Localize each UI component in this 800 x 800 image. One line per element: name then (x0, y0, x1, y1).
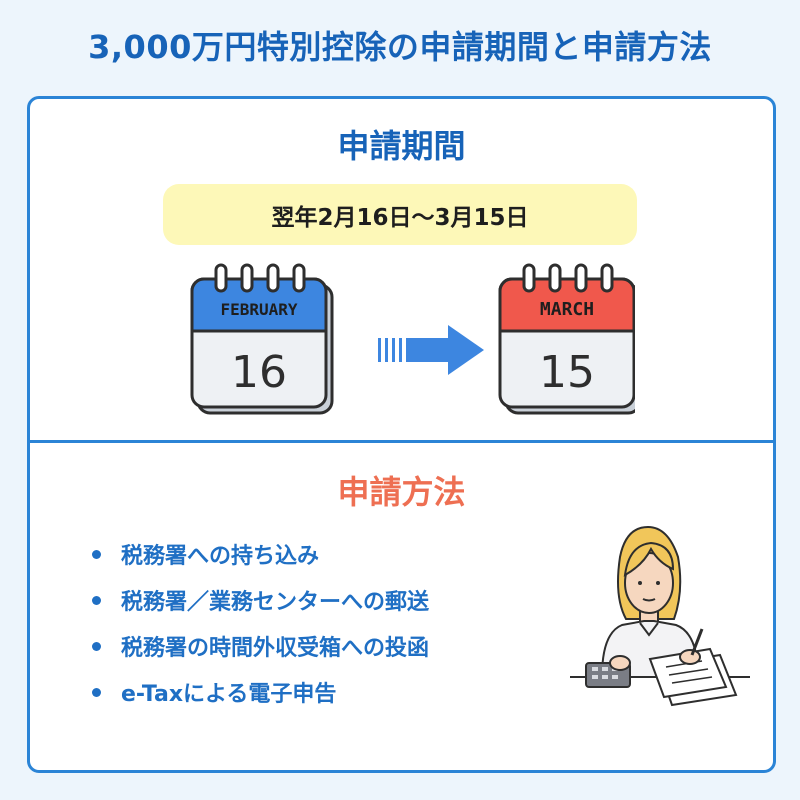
list-item: 税務署への持ち込み (92, 531, 429, 577)
calendar-illustration: FEBRUARY 16 MARCH 15 (190, 263, 635, 415)
list-item: 税務署／業務センターへの郵送 (92, 577, 429, 623)
page-title: 3,000万円特別控除の申請期間と申請方法 (88, 28, 712, 66)
date-range-pill: 翌年2月16日～3月15日 (163, 184, 637, 245)
february-day-label: 16 (231, 347, 287, 398)
bullet-icon (92, 595, 101, 605)
march-calendar-icon: MARCH 15 (498, 263, 635, 415)
february-month-label: FEBRUARY (220, 300, 297, 319)
method-item-label: 税務署の時間外収受箱への投函 (121, 636, 430, 661)
method-item-label: 税務署／業務センターへの郵送 (121, 590, 430, 615)
info-card: 申請期間 翌年2月16日～3月15日 FEBRUARY 16 (27, 96, 776, 773)
list-item: 税務署の時間外収受箱への投函 (92, 623, 429, 669)
method-list: 税務署への持ち込み 税務署／業務センターへの郵送 税務署の時間外収受箱への投函 … (92, 531, 429, 715)
method-item-label: e-Taxによる電子申告 (121, 682, 337, 707)
date-range-text: 翌年2月16日～3月15日 (271, 204, 529, 231)
pen-icon (690, 628, 704, 656)
period-section-title: 申請期間 (337, 127, 466, 165)
february-calendar-icon: FEBRUARY 16 (190, 263, 334, 415)
march-month-label: MARCH (540, 299, 594, 320)
list-item: e-Taxによる電子申告 (92, 669, 429, 715)
march-day-label: 15 (539, 347, 595, 398)
bullet-icon (92, 641, 101, 651)
arrow-right-icon (378, 325, 484, 375)
bullet-icon (92, 549, 101, 559)
bullet-icon (92, 687, 101, 697)
person-with-documents-illustration (570, 525, 750, 707)
method-section-title: 申請方法 (337, 473, 466, 511)
section-divider (30, 440, 773, 443)
method-item-label: 税務署への持ち込み (121, 544, 320, 569)
